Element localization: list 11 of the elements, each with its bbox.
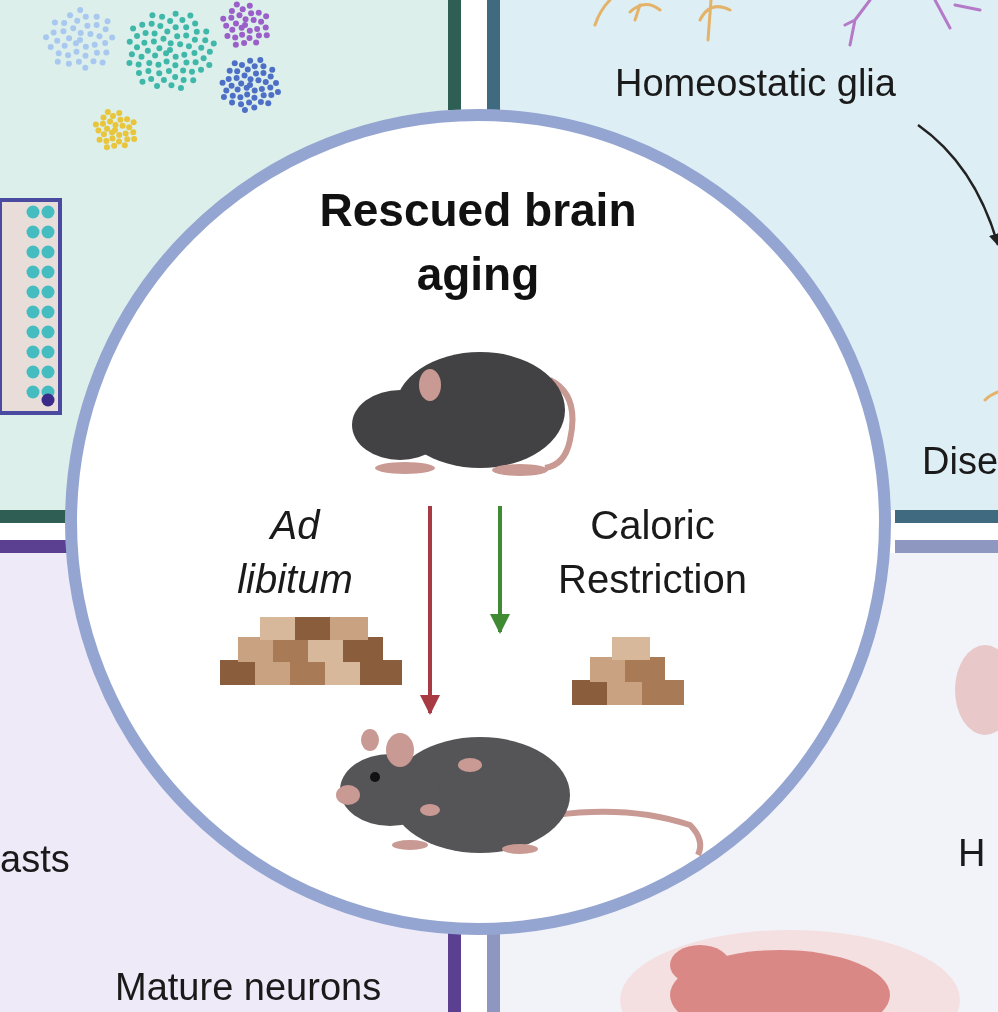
edge-label: Caloric Restriction: [557, 502, 748, 603]
panel-label: Dise: [922, 440, 998, 483]
panel-label: Mature neurons: [115, 966, 382, 1009]
panel-label: asts: [0, 838, 70, 881]
panel-label: H: [958, 832, 986, 875]
arrow: [917, 124, 998, 247]
arrow: [420, 506, 440, 715]
arrow: [490, 506, 510, 634]
edge-label: Ad libitum: [236, 502, 354, 603]
panel-label: Homeostatic glia: [615, 62, 985, 105]
title-text: Rescued brain aging: [318, 183, 638, 303]
